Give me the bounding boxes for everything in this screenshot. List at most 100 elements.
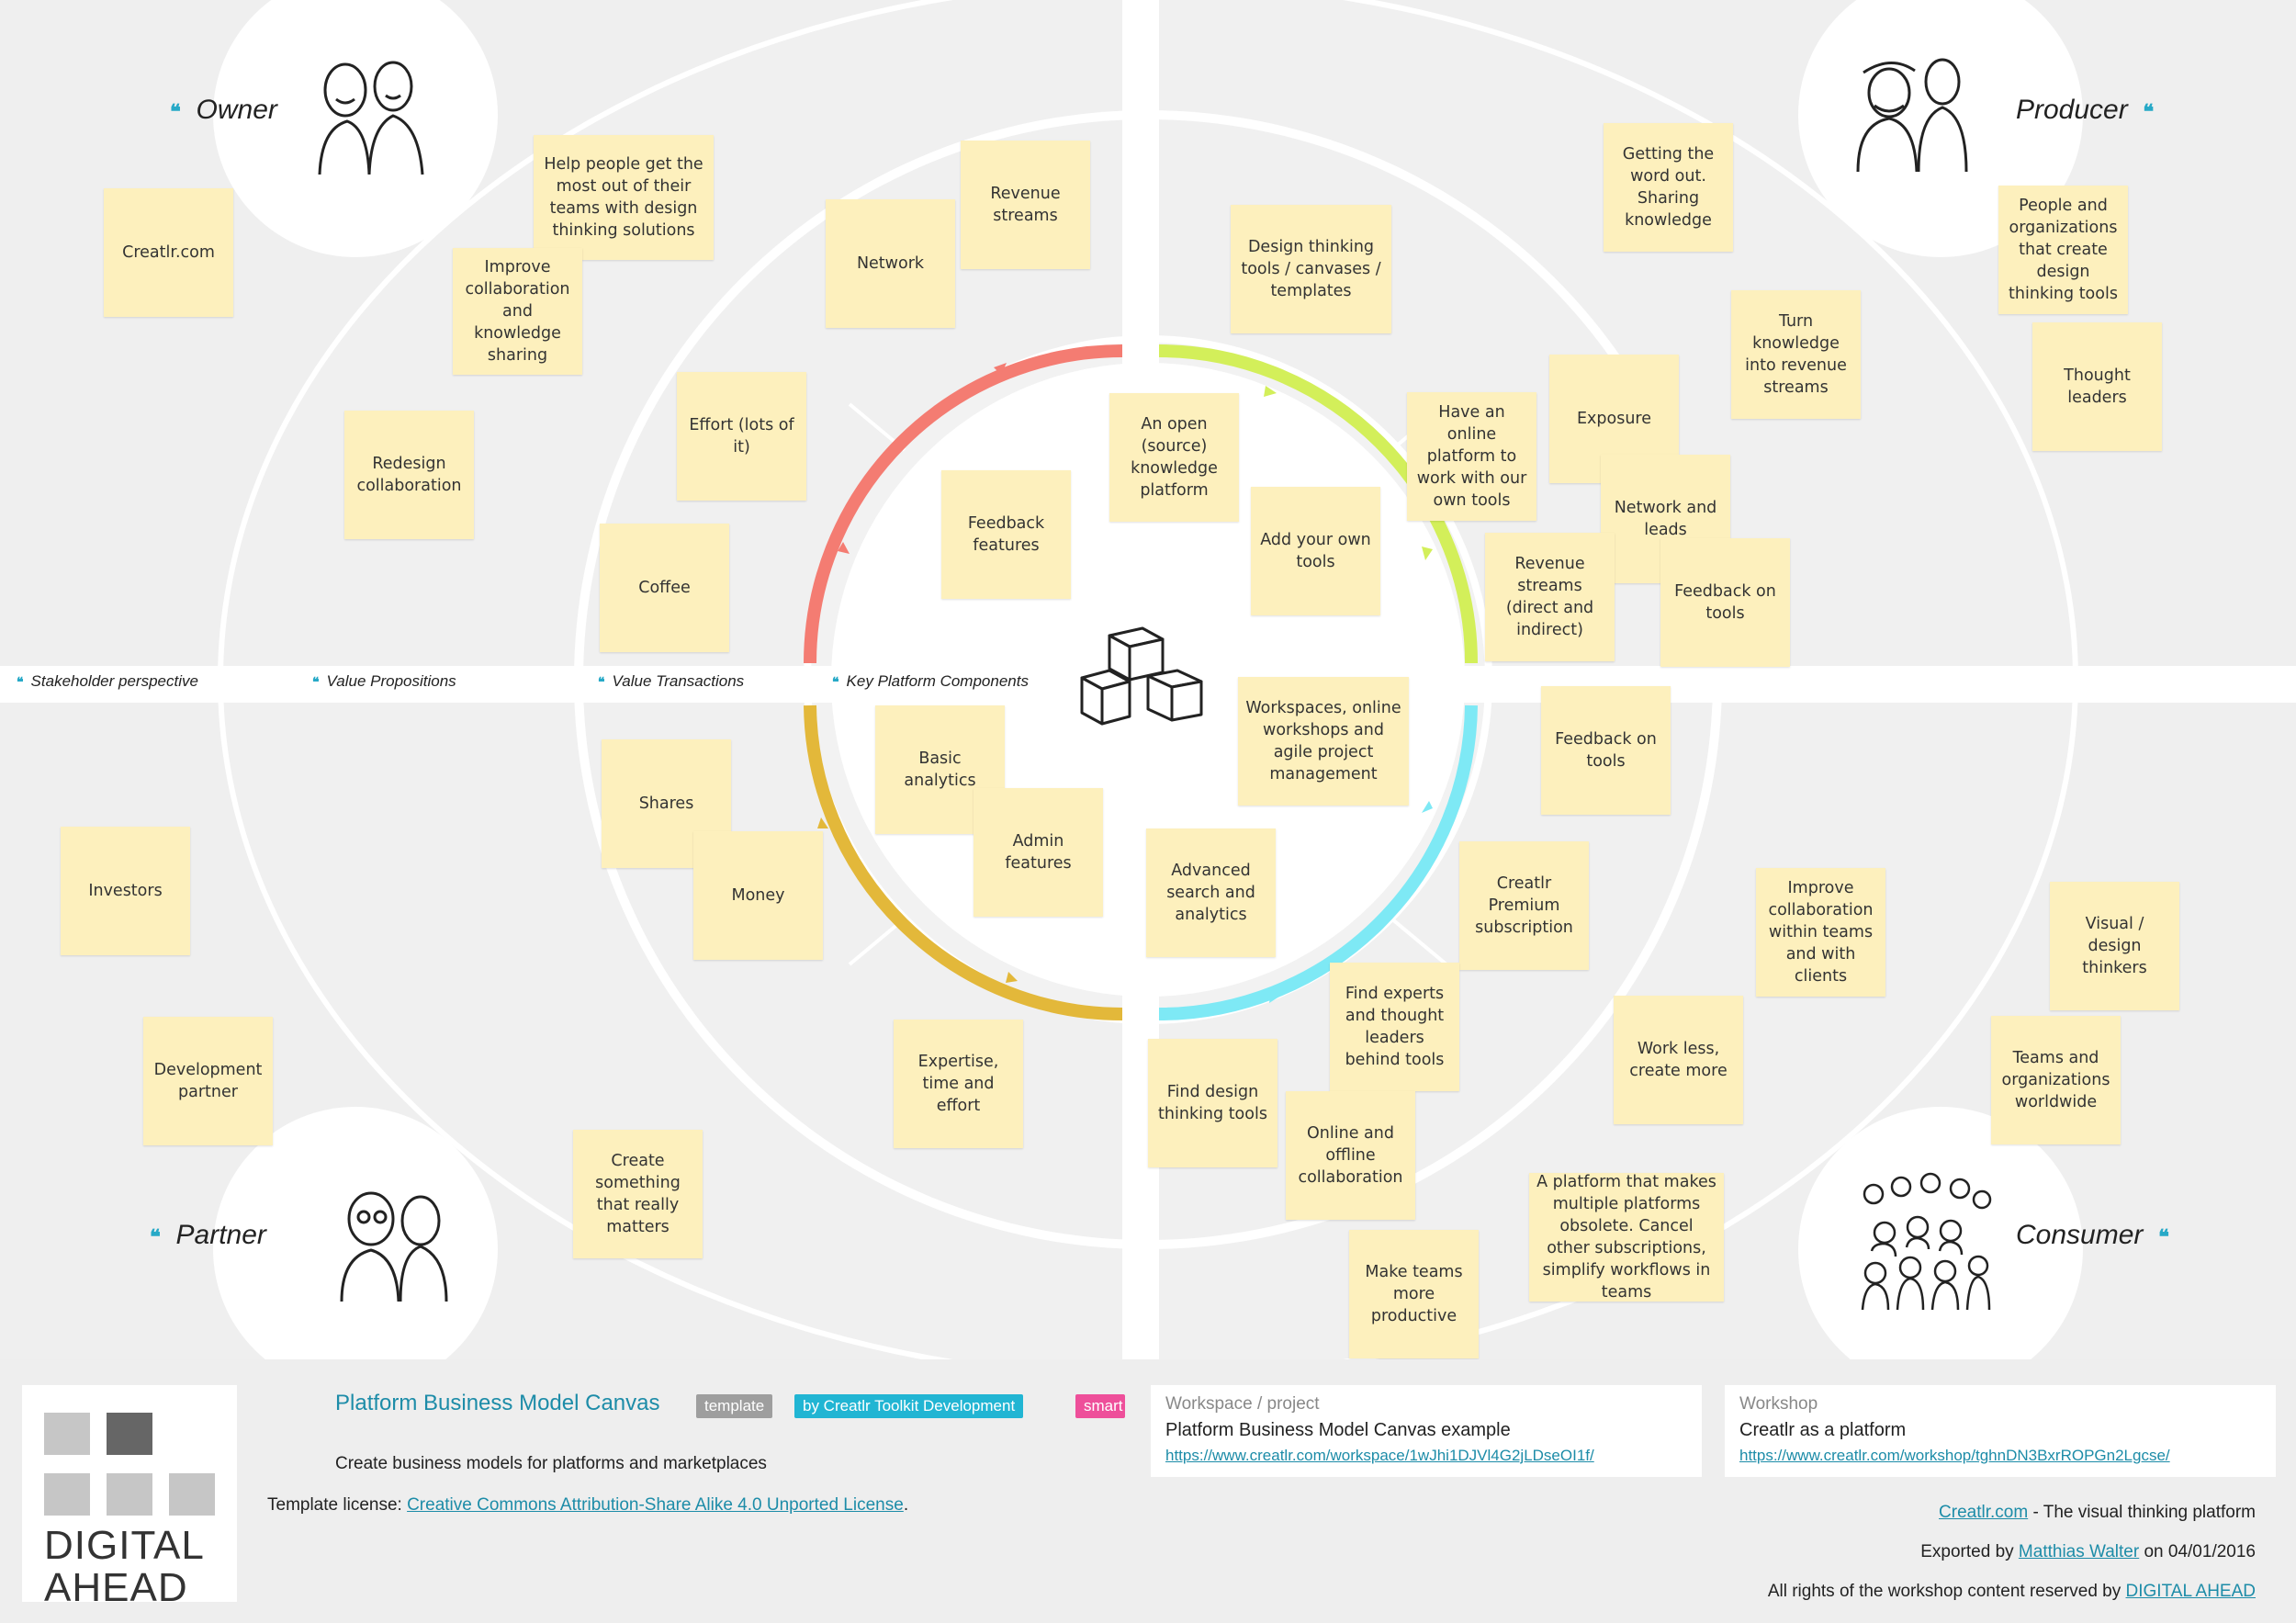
stakeholder-producer: Producer ❝: [2016, 95, 2154, 126]
cubes-icon: [1080, 626, 1203, 726]
license-prefix: Template license:: [267, 1495, 408, 1515]
sticky-note[interactable]: Make teams more productive: [1349, 1230, 1479, 1358]
sticky-note[interactable]: Work less, create more: [1614, 996, 1743, 1124]
sticky-note[interactable]: Create something that really matters: [573, 1130, 703, 1258]
creatlr-link[interactable]: Creatlr.com: [1939, 1503, 2029, 1522]
producer-people-icon: [1856, 58, 1968, 173]
sticky-note[interactable]: Improve collaboration within teams and w…: [1756, 868, 1885, 997]
sticky-note[interactable]: Investors: [61, 827, 190, 955]
logo-square: [44, 1413, 90, 1455]
logo-square: [169, 1473, 215, 1516]
digital-ahead-logo: DIGITAL AHEAD: [22, 1385, 237, 1610]
workspace-url[interactable]: https://www.creatlr.com/workspace/1wJhi1…: [1165, 1447, 1594, 1464]
sticky-note[interactable]: Teams and organizations worldwide: [1991, 1016, 2121, 1144]
header-label: Key Platform Components: [846, 672, 1029, 690]
ring-producer-arc: [1158, 344, 1478, 664]
owner-label: Owner: [196, 95, 277, 125]
sticky-note[interactable]: Visual / design thinkers: [2050, 882, 2179, 1010]
workspace-card: Workspace / project Platform Business Mo…: [1151, 1385, 1702, 1477]
quote-icon: ❝: [2158, 1225, 2169, 1248]
canvas-title[interactable]: Platform Business Model Canvas: [335, 1391, 660, 1415]
sticky-note[interactable]: Creatlr.com: [104, 188, 233, 317]
ring-partner-arc: [804, 704, 1123, 1020]
logo-text-line1: DIGITAL: [44, 1523, 205, 1568]
sticky-note[interactable]: Thought leaders: [2032, 322, 2162, 451]
template-license: Template license: Creative Commons Attri…: [267, 1495, 908, 1516]
sticky-note[interactable]: Find design thinking tools: [1148, 1039, 1277, 1167]
sticky-note[interactable]: Design thinking tools / canvases / templ…: [1231, 205, 1391, 333]
rights-owner-link[interactable]: DIGITAL AHEAD: [2125, 1582, 2256, 1601]
sticky-note[interactable]: Effort (lots of it): [677, 372, 806, 501]
sticky-note[interactable]: Improve collaboration and knowledge shar…: [453, 248, 582, 375]
quote-icon: ❝: [170, 100, 181, 123]
quote-icon: ❝: [150, 1225, 161, 1248]
license-suffix: .: [903, 1495, 909, 1515]
sticky-note[interactable]: Feedback on tools: [1541, 686, 1671, 815]
ring-owner-arc: [804, 344, 1123, 664]
sticky-note[interactable]: Turn knowledge into revenue streams: [1731, 290, 1861, 419]
tag-smart[interactable]: smart: [1075, 1394, 1125, 1418]
sticky-note[interactable]: Network: [826, 199, 955, 328]
sticky-note[interactable]: Admin features: [974, 788, 1103, 917]
sticky-note[interactable]: People and organizations that create des…: [1998, 186, 2128, 314]
author-link[interactable]: Matthias Walter: [2018, 1542, 2140, 1561]
sticky-note[interactable]: Money: [693, 831, 823, 960]
platform-line: Creatlr.com - The visual thinking platfo…: [1939, 1503, 2256, 1523]
logo-square: [44, 1473, 90, 1516]
sticky-note[interactable]: Expertise, time and effort: [894, 1020, 1023, 1148]
sticky-note[interactable]: A platform that makes multiple platforms…: [1529, 1173, 1724, 1302]
exported-date: on 04/01/2016: [2139, 1542, 2256, 1561]
stakeholder-consumer: Consumer ❝: [2016, 1220, 2169, 1251]
sticky-note[interactable]: Add your own tools: [1251, 487, 1380, 615]
owner-people-icon: [318, 61, 424, 175]
license-link[interactable]: Creative Commons Attribution-Share Alike…: [407, 1495, 904, 1515]
sticky-note[interactable]: Revenue streams: [961, 141, 1090, 269]
sticky-note[interactable]: Feedback features: [941, 470, 1071, 599]
workshop-name: Creatlr as a platform: [1739, 1420, 1907, 1440]
stakeholder-owner: ❝ Owner: [170, 95, 277, 126]
sticky-note[interactable]: Creatlr Premium subscription: [1459, 841, 1589, 970]
consumer-crowd-icon: [1861, 1172, 1992, 1311]
canvas-board[interactable]: ❝ Owner Producer ❝ ❝ Partner Consumer ❝: [0, 0, 2296, 1359]
logo-square: [107, 1413, 152, 1455]
logo-square: [107, 1473, 152, 1516]
header-label: Value Transactions: [612, 672, 745, 690]
sticky-note[interactable]: Have an online platform to work with our…: [1407, 392, 1536, 521]
partner-people-icon: [340, 1191, 448, 1302]
sticky-note[interactable]: Advanced search and analytics: [1146, 828, 1276, 957]
footer-panel: DIGITAL AHEAD Platform Business Model Ca…: [0, 1359, 2296, 1623]
quote-icon: ❝: [598, 674, 605, 689]
sticky-note[interactable]: Online and offline collaboration: [1286, 1091, 1415, 1220]
quote-icon: ❝: [17, 674, 24, 689]
producer-label: Producer: [2016, 95, 2128, 125]
workspace-label: Workspace / project: [1165, 1394, 1320, 1414]
quote-icon: ❝: [2143, 100, 2155, 123]
ring-consumer-arc: [1158, 704, 1478, 1020]
tag-author[interactable]: by Creatlr Toolkit Development: [794, 1394, 1024, 1418]
exported-line: Exported by Matthias Walter on 04/01/201…: [1920, 1542, 2256, 1562]
quote-icon: ❝: [832, 674, 839, 689]
sticky-note[interactable]: Revenue streams (direct and indirect): [1485, 533, 1615, 661]
sticky-note[interactable]: Help people get the most out of their te…: [534, 135, 714, 260]
sticky-note[interactable]: Feedback on tools: [1660, 538, 1790, 667]
workshop-card: Workshop Creatlr as a platform https://w…: [1725, 1385, 2276, 1477]
sticky-note[interactable]: Redesign collaboration: [344, 411, 474, 539]
sticky-note[interactable]: Coffee: [600, 524, 729, 652]
rights-prefix: All rights of the workshop content reser…: [1767, 1582, 2126, 1601]
quote-icon: ❝: [312, 674, 320, 689]
workspace-name: Platform Business Model Canvas example: [1165, 1420, 1511, 1440]
sticky-note[interactable]: An open (source) knowledge platform: [1109, 393, 1239, 522]
header-stakeholder-perspective: ❝ Stakeholder perspective: [17, 672, 198, 691]
header-label: Stakeholder perspective: [30, 672, 198, 690]
sticky-note[interactable]: Workspaces, online workshops and agile p…: [1238, 677, 1409, 806]
sticky-note[interactable]: Development partner: [143, 1017, 273, 1145]
partner-label: Partner: [175, 1220, 266, 1250]
workshop-url[interactable]: https://www.creatlr.com/workshop/tghnDN3…: [1739, 1447, 2170, 1464]
header-value-transactions: ❝ Value Transactions: [598, 672, 744, 691]
tag-template[interactable]: template: [696, 1394, 773, 1418]
workshop-label: Workshop: [1739, 1394, 1818, 1414]
sticky-note[interactable]: Find experts and thought leaders behind …: [1330, 963, 1459, 1091]
sticky-note[interactable]: Getting the word out. Sharing knowledge: [1604, 123, 1733, 252]
header-label: Value Propositions: [326, 672, 456, 690]
header-key-platform-components: ❝ Key Platform Components: [832, 672, 1029, 691]
